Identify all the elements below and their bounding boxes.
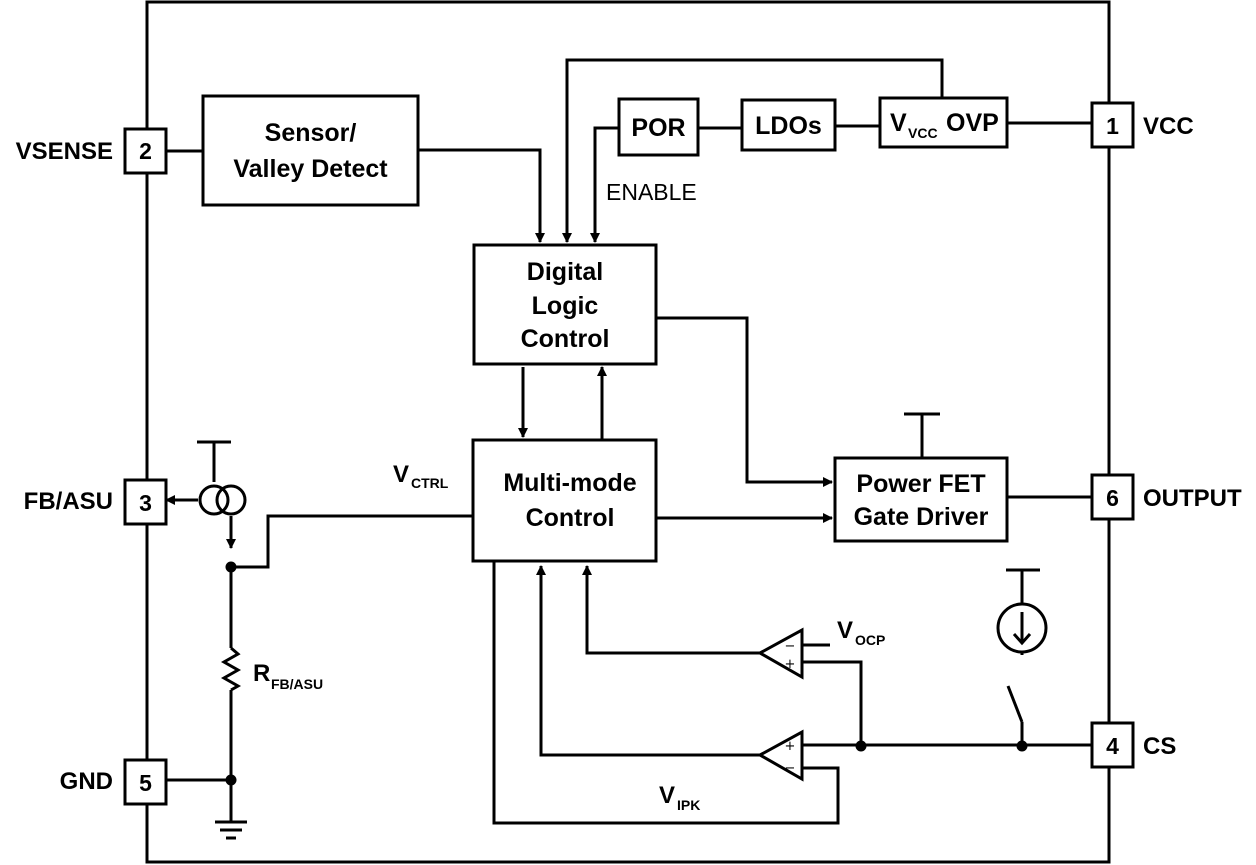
svg-text:IPK: IPK	[677, 797, 700, 813]
svg-text:Multi-mode: Multi-mode	[503, 469, 636, 497]
svg-text:−: −	[785, 761, 796, 776]
vcc-ovp-block: V VCC OVP	[878, 96, 1009, 149]
svg-text:POR: POR	[631, 114, 685, 142]
svg-text:GND: GND	[60, 768, 113, 795]
svg-text:VSENSE: VSENSE	[16, 138, 113, 165]
junction-dots	[225, 561, 1028, 786]
svg-text:V: V	[837, 617, 853, 644]
pin-vsense: 2 VSENSE	[16, 127, 168, 175]
vipk-label: V IPK	[659, 782, 700, 813]
vctrl-label: V CTRL	[393, 461, 449, 491]
wires	[165, 58, 1092, 840]
svg-text:Digital: Digital	[527, 258, 603, 286]
svg-text:1: 1	[1106, 113, 1119, 139]
svg-text:VCC: VCC	[908, 125, 938, 141]
svg-text:+: +	[785, 657, 796, 672]
pin-gnd: 5 GND	[60, 758, 168, 806]
cs-current-source	[996, 602, 1048, 654]
svg-text:V: V	[659, 782, 675, 809]
ocp-comparator: − +	[756, 627, 804, 680]
svg-text:6: 6	[1106, 485, 1119, 511]
svg-text:V: V	[393, 461, 409, 488]
svg-text:Control: Control	[521, 325, 610, 353]
por-block: POR	[617, 97, 700, 157]
svg-text:FB/ASU: FB/ASU	[271, 676, 323, 692]
svg-text:4: 4	[1106, 733, 1119, 759]
svg-text:OVP: OVP	[946, 109, 999, 137]
svg-text:−: −	[785, 639, 796, 654]
svg-text:CS: CS	[1143, 733, 1176, 760]
svg-text:2: 2	[139, 138, 152, 164]
rfb-asu-label: R FB/ASU	[253, 660, 323, 692]
svg-text:Logic: Logic	[532, 292, 599, 320]
digital-logic-control-block: Digital Logic Control	[472, 243, 658, 366]
svg-text:R: R	[253, 660, 270, 687]
svg-text:+: +	[785, 739, 796, 754]
pin-output: 6 OUTPUT	[1090, 473, 1242, 521]
pin-vcc: 1 VCC	[1090, 101, 1194, 149]
svg-text:LDOs: LDOs	[755, 112, 822, 140]
ipk-comparator: + −	[756, 729, 804, 782]
svg-text:Sensor/: Sensor/	[265, 119, 357, 147]
svg-text:OUTPUT: OUTPUT	[1143, 485, 1242, 512]
svg-text:Power FET: Power FET	[856, 470, 985, 498]
ic-outline	[145, 0, 1111, 864]
svg-text:Gate Driver: Gate Driver	[854, 503, 989, 531]
enable-label: ENABLE	[606, 179, 697, 205]
fb-current-source	[198, 484, 247, 516]
sensor-valley-detect-block: Sensor/ Valley Detect	[201, 94, 420, 207]
ldos-block: LDOs	[740, 98, 837, 152]
svg-text:V: V	[890, 109, 907, 137]
pin-fb-asu: 3 FB/ASU	[24, 478, 168, 526]
svg-text:5: 5	[139, 770, 152, 796]
power-fet-gate-driver-block: Power FET Gate Driver	[833, 456, 1009, 543]
svg-text:OCP: OCP	[855, 632, 885, 648]
svg-text:Valley Detect: Valley Detect	[233, 155, 388, 183]
pin-cs: 4 CS	[1090, 721, 1176, 769]
svg-text:3: 3	[139, 490, 152, 516]
svg-text:CTRL: CTRL	[411, 475, 449, 491]
svg-text:VCC: VCC	[1143, 113, 1194, 140]
svg-text:Control: Control	[526, 504, 615, 532]
multi-mode-control-block: Multi-mode Control	[471, 438, 658, 563]
vocp-label: V OCP	[837, 617, 885, 648]
svg-text:FB/ASU: FB/ASU	[24, 488, 113, 515]
